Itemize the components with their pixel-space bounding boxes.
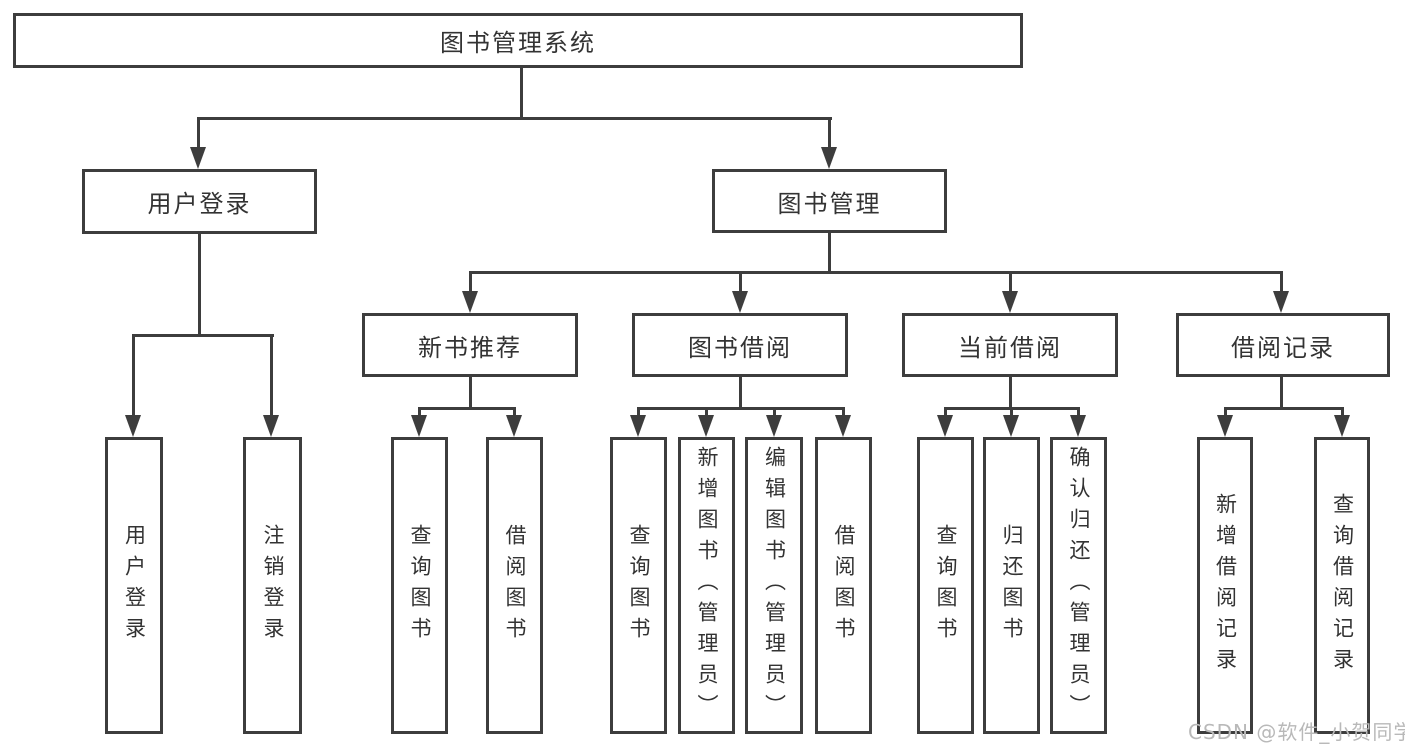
connector-line: [1280, 271, 1283, 293]
node-library-management-system: 图书管理系统: [13, 13, 1023, 68]
connector-line: [520, 68, 523, 119]
arrow-down-icon: [1070, 415, 1086, 437]
node-new-book-recommend: 新书推荐: [362, 313, 578, 377]
connector-line: [842, 407, 845, 417]
connector-line: [418, 407, 515, 410]
arrow-down-icon: [835, 415, 851, 437]
connector-line: [637, 407, 640, 417]
connector-line: [1077, 407, 1080, 417]
arrow-down-icon: [766, 415, 782, 437]
connector-line: [637, 407, 844, 410]
connector-line: [418, 407, 421, 417]
arrow-down-icon: [411, 415, 427, 437]
connector-line: [469, 271, 472, 293]
node-book-management: 图书管理: [712, 169, 947, 233]
arrow-down-icon: [1334, 415, 1350, 437]
node-book-borrow: 图书借阅: [632, 313, 848, 377]
connector-line: [469, 377, 472, 410]
connector-line: [739, 271, 742, 293]
leaf-label: 借阅图书: [503, 523, 527, 648]
leaf-query-books-current: 查询图书: [917, 437, 974, 734]
leaf-return-books: 归还图书: [983, 437, 1040, 734]
leaf-query-books-recommend: 查询图书: [391, 437, 448, 734]
connector-line: [132, 334, 135, 417]
arrow-down-icon: [630, 415, 646, 437]
leaf-query-books-borrow: 查询图书: [610, 437, 667, 734]
connector-line: [773, 407, 776, 417]
connector-line: [469, 271, 1283, 274]
connector-line: [828, 233, 831, 274]
connector-line: [1224, 407, 1227, 417]
connector-line: [133, 334, 274, 337]
leaf-confirm-return-admin: 确认归还（管理员）: [1050, 437, 1107, 734]
connector-line: [270, 334, 273, 417]
csdn-watermark: CSDN @软件_小贺同学: [1188, 720, 1405, 744]
leaf-logout: 注销登录: [243, 437, 302, 734]
node-user-login: 用户登录: [82, 169, 317, 234]
leaf-edit-books-admin: 编辑图书（管理员）: [745, 437, 803, 734]
node-borrow-records: 借阅记录: [1176, 313, 1390, 377]
connector-line: [197, 117, 200, 150]
leaf-add-borrow-record: 新增借阅记录: [1197, 437, 1253, 734]
connector-line: [1341, 407, 1344, 417]
connector-line: [739, 377, 742, 410]
arrow-down-icon: [125, 415, 141, 437]
leaf-query-borrow-record: 查询借阅记录: [1314, 437, 1370, 734]
connector-line: [1009, 377, 1012, 410]
arrow-down-icon: [732, 291, 748, 313]
connector-line: [944, 407, 947, 417]
leaf-label: 确认归还（管理员）: [1067, 446, 1091, 725]
leaf-label: 借阅图书: [832, 523, 856, 648]
leaf-label: 新增图书（管理员）: [695, 446, 719, 725]
leaf-label: 查询图书: [934, 523, 958, 648]
arrow-down-icon: [263, 415, 279, 437]
leaf-user-login: 用户登录: [105, 437, 163, 734]
connector-line: [705, 407, 708, 417]
arrow-down-icon: [821, 147, 837, 169]
connector-line: [1224, 407, 1343, 410]
connector-line: [828, 117, 831, 150]
connector-line: [198, 234, 201, 337]
arrow-down-icon: [506, 415, 522, 437]
arrow-down-icon: [698, 415, 714, 437]
leaf-borrow-books-recommend: 借阅图书: [486, 437, 543, 734]
arrow-down-icon: [1217, 415, 1233, 437]
leaf-borrow-books: 借阅图书: [815, 437, 872, 734]
connector-line: [1010, 407, 1013, 417]
leaf-add-books-admin: 新增图书（管理员）: [678, 437, 735, 734]
node-current-borrow: 当前借阅: [902, 313, 1118, 377]
connector-line: [197, 117, 832, 120]
arrow-down-icon: [937, 415, 953, 437]
arrow-down-icon: [462, 291, 478, 313]
leaf-label: 用户登录: [122, 523, 147, 648]
leaf-label: 编辑图书（管理员）: [762, 446, 787, 725]
connector-line: [513, 407, 516, 417]
connector-line: [1280, 377, 1283, 410]
leaf-label: 新增借阅记录: [1213, 492, 1238, 679]
leaf-label: 查询图书: [408, 523, 432, 648]
leaf-label: 查询图书: [627, 523, 651, 648]
arrow-down-icon: [1273, 291, 1289, 313]
arrow-down-icon: [1002, 291, 1018, 313]
arrow-down-icon: [190, 147, 206, 169]
leaf-label: 查询借阅记录: [1330, 492, 1355, 679]
connector-line: [1009, 271, 1012, 293]
arrow-down-icon: [1003, 415, 1019, 437]
leaf-label: 注销登录: [261, 523, 285, 648]
leaf-label: 归还图书: [1000, 523, 1024, 648]
